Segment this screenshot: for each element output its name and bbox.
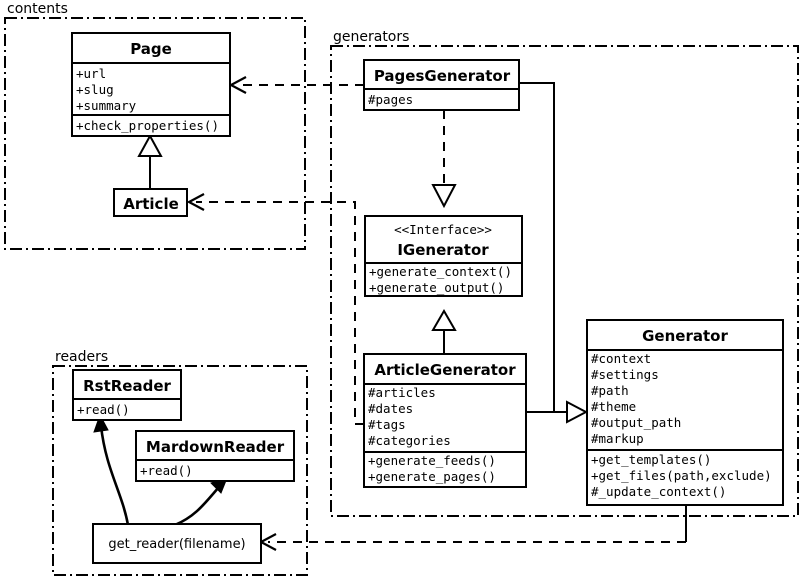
package-contents-label: contents [7, 1, 68, 17]
package-readers-border [52, 365, 308, 576]
class-mardownreader-frame [135, 430, 295, 482]
package-generators: generators [330, 29, 799, 517]
class-pagesgenerator[interactable]: PagesGenerator #pages [363, 59, 520, 111]
relation-pagesgenerator-to-page [228, 76, 364, 94]
class-articlegenerator-attribute: #articles [368, 385, 436, 400]
class-article-frame [113, 188, 188, 217]
class-generator-attribute: #theme [591, 399, 636, 414]
class-igenerator[interactable]: <<Interface>> IGenerator +generate_conte… [364, 215, 523, 297]
class-articlegenerator[interactable]: ArticleGenerator #articles #dates #tags … [363, 353, 527, 488]
class-articlegenerator-title: ArticleGenerator [374, 361, 516, 379]
class-page-frame [71, 32, 231, 137]
class-articlegenerator-attribute: #categories [368, 433, 451, 448]
class-mardownreader-title: MardownReader [146, 438, 285, 456]
class-rstreader[interactable]: RstReader +read() [72, 369, 182, 421]
class-page-title: Page [130, 40, 172, 58]
package-contents: contents [4, 1, 306, 250]
class-igenerator-method: +generate_context() [369, 264, 512, 279]
class-generator-attribute: #markup [591, 431, 644, 446]
class-articlegenerator-method: +generate_feeds() [368, 453, 496, 468]
class-generator-method: +get_templates() [591, 452, 711, 467]
package-readers: readers [52, 349, 308, 576]
articlegen-igen-triangle [431, 309, 457, 331]
class-igenerator-stereotype: <<Interface>> [394, 222, 492, 237]
class-mardownreader-method: +read() [140, 463, 193, 478]
relation-articlegenerator-to-article [186, 193, 364, 425]
class-rstreader-title: RstReader [83, 377, 171, 395]
relation-pagesgenerator-realizes-igenerator [431, 110, 457, 209]
relation-getreader-creates-rstreader [93, 413, 130, 526]
class-articlegenerator-frame [363, 353, 527, 488]
package-generators-border [330, 45, 799, 517]
class-articlegenerator-method: +generate_pages() [368, 469, 496, 484]
class-igenerator-title: IGenerator [397, 241, 489, 259]
class-generator-attribute: #path [591, 383, 629, 398]
class-pagesgenerator-frame [363, 59, 520, 111]
class-page-attribute: +summary [76, 98, 137, 113]
article-page-triangle [137, 133, 163, 157]
generator-inherit-triangle [566, 400, 589, 424]
class-article[interactable]: Article [113, 188, 188, 217]
articlegen-article-arrowhead [186, 193, 205, 211]
class-rstreader-method: +read() [77, 402, 130, 417]
function-get-reader-frame [92, 523, 262, 564]
class-page-method: +check_properties() [76, 118, 219, 133]
class-page[interactable]: Page +url +slug +summary +check_properti… [71, 32, 231, 137]
class-articlegenerator-attribute: #dates [368, 401, 413, 416]
function-get-reader[interactable]: get_reader(filename) [92, 523, 262, 564]
class-pagesgenerator-attribute: #pages [368, 92, 413, 107]
package-contents-border [4, 17, 306, 250]
class-page-attribute: +slug [76, 82, 114, 97]
class-articlegenerator-attribute: #tags [368, 417, 406, 432]
relation-generators-inherit-generator [519, 82, 589, 424]
package-readers-label: readers [55, 349, 108, 365]
package-generators-label: generators [333, 29, 409, 45]
pagesgen-generator-line [519, 82, 555, 412]
getreader-rstreader-curve [99, 425, 130, 526]
class-pagesgenerator-title: PagesGenerator [374, 67, 511, 85]
class-article-title: Article [123, 195, 179, 213]
relation-articlegenerator-inherits-igenerator [431, 309, 457, 354]
relation-getreader-creates-mardownreader [174, 477, 228, 527]
getreader-mdreader-curve [174, 486, 220, 527]
relation-generator-to-getreader [258, 505, 687, 551]
class-generator-method: +get_files(path,exclude) [591, 468, 772, 483]
relation-article-inherits-page [137, 133, 163, 190]
getreader-rstreader-arrowhead [93, 413, 109, 433]
class-igenerator-frame [364, 215, 523, 297]
class-generator-title: Generator [642, 327, 728, 345]
class-generator-attribute: #settings [591, 367, 659, 382]
articlegen-article-path [196, 201, 364, 425]
pagesgen-igen-triangle [431, 184, 457, 209]
class-generator-attribute: #context [591, 351, 651, 366]
function-get-reader-label: get_reader(filename) [108, 537, 245, 552]
class-generator-method: #_update_context() [591, 484, 726, 499]
class-mardownreader[interactable]: MardownReader +read() [135, 430, 295, 482]
class-igenerator-method: +generate_output() [369, 280, 504, 295]
class-page-attribute: +url [76, 66, 106, 81]
class-rstreader-frame [72, 369, 182, 421]
class-generator[interactable]: Generator #context #settings #path #them… [586, 319, 784, 506]
class-generator-attribute: #output_path [591, 415, 681, 430]
